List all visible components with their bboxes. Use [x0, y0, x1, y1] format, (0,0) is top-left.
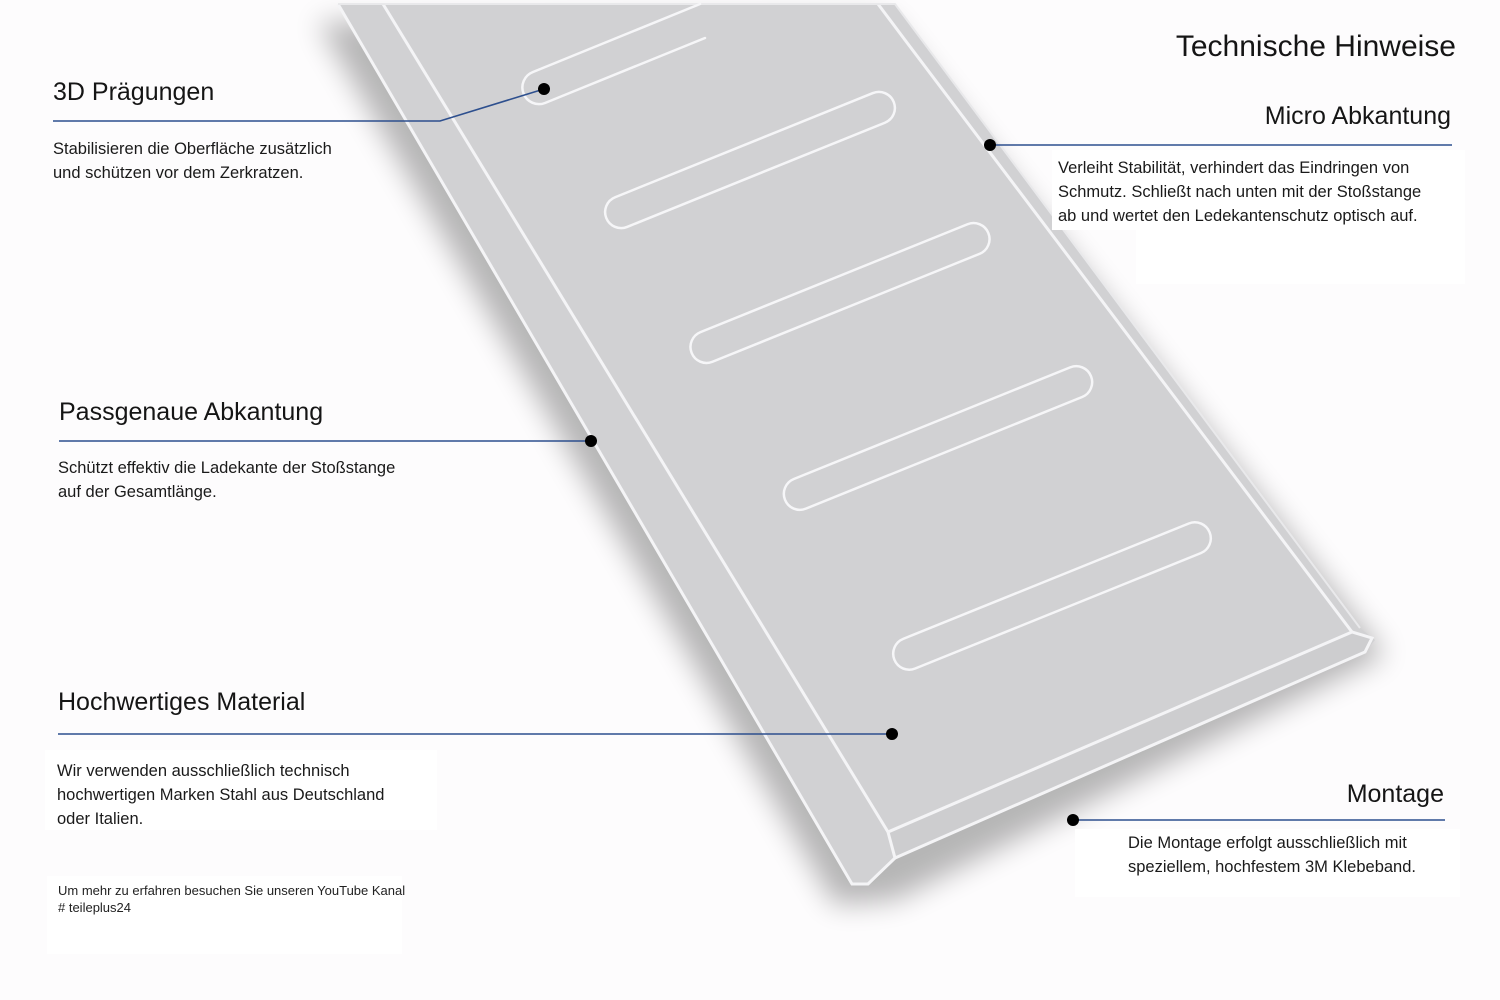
plate-bottom-fold [886, 630, 1375, 861]
callout-lines [53, 88, 1452, 821]
callout-dot-passgenau [585, 435, 597, 447]
footer-line: # teileplus24 [58, 900, 131, 915]
feature-heading-material: Hochwertiges Material [58, 688, 306, 716]
callout-dot-micro [984, 139, 996, 151]
micro-text-backdrop-lower [1136, 228, 1465, 284]
page-title: Technische Hinweise [1175, 30, 1456, 63]
callout-dots [538, 83, 1079, 826]
description-line: Schmutz. Schließt nach unten mit der Sto… [1058, 183, 1422, 201]
feature-description-praegungen: Stabilisieren die Oberfläche zusätzlich … [53, 137, 332, 185]
description-line: Schützt effektiv die Ladekante der Stoßs… [58, 459, 396, 477]
callout-dot-praegungen [538, 83, 550, 95]
embossed-stripes [521, 2, 1213, 671]
callout-dot-montage [1067, 814, 1079, 826]
plate-body [338, 4, 1375, 884]
feature-heading-passgenau: Passgenaue Abkantung [59, 398, 324, 426]
feature-description-micro: Verleiht Stabilität, verhindert das Eind… [1058, 156, 1421, 228]
description-line: und schützen vor dem Zerkratzen. [53, 164, 304, 182]
stripe-1 [521, 2, 707, 106]
footer-backdrop [47, 876, 402, 954]
footer-line: Um mehr zu erfahren besuchen Sie unseren… [58, 883, 406, 898]
youtube-channel-note: Um mehr zu erfahren besuchen Sie unseren… [58, 882, 405, 916]
callout-dot-material [886, 728, 898, 740]
feature-heading-montage: Montage [1346, 780, 1444, 808]
plate-top-edge [338, 3, 1361, 629]
stripe-5 [891, 521, 1213, 671]
feature-description-passgenau: Schützt effektiv die Ladekante der Stoßs… [58, 456, 395, 504]
description-line: oder Italien. [57, 810, 144, 828]
feature-description-montage: Die Montage erfolgt ausschließlich mit s… [1128, 831, 1416, 879]
feature-heading-micro: Micro Abkantung [1264, 102, 1451, 130]
material-text-backdrop [45, 750, 437, 830]
montage-text-backdrop [1075, 829, 1460, 897]
stripe-2 [603, 90, 897, 230]
description-line: hochwertigen Marken Stahl aus Deutschlan… [57, 786, 385, 804]
callout-line-praegungen [53, 88, 545, 122]
stripe-3 [689, 221, 991, 365]
description-line: Die Montage erfolgt ausschließlich mit [1128, 834, 1407, 852]
description-line: speziellem, hochfestem 3M Klebeband. [1128, 858, 1416, 876]
description-line: Verleiht Stabilität, verhindert das Eind… [1058, 159, 1410, 177]
description-line: Wir verwenden ausschließlich technisch [57, 762, 350, 780]
description-line: ab und wertet den Ledekantenschutz optis… [1058, 207, 1418, 225]
plate-micro-edge [876, 3, 1354, 633]
description-line: auf der Gesamtlänge. [58, 483, 217, 501]
feature-description-material: Wir verwenden ausschließlich technisch h… [57, 759, 384, 831]
feature-heading-praegungen: 3D Prägungen [53, 78, 215, 106]
micro-text-backdrop [1052, 150, 1465, 230]
description-line: Stabilisieren die Oberfläche zusätzlich [53, 140, 332, 158]
plate-inner-edge [381, 3, 890, 833]
stripe-4 [782, 364, 1094, 512]
